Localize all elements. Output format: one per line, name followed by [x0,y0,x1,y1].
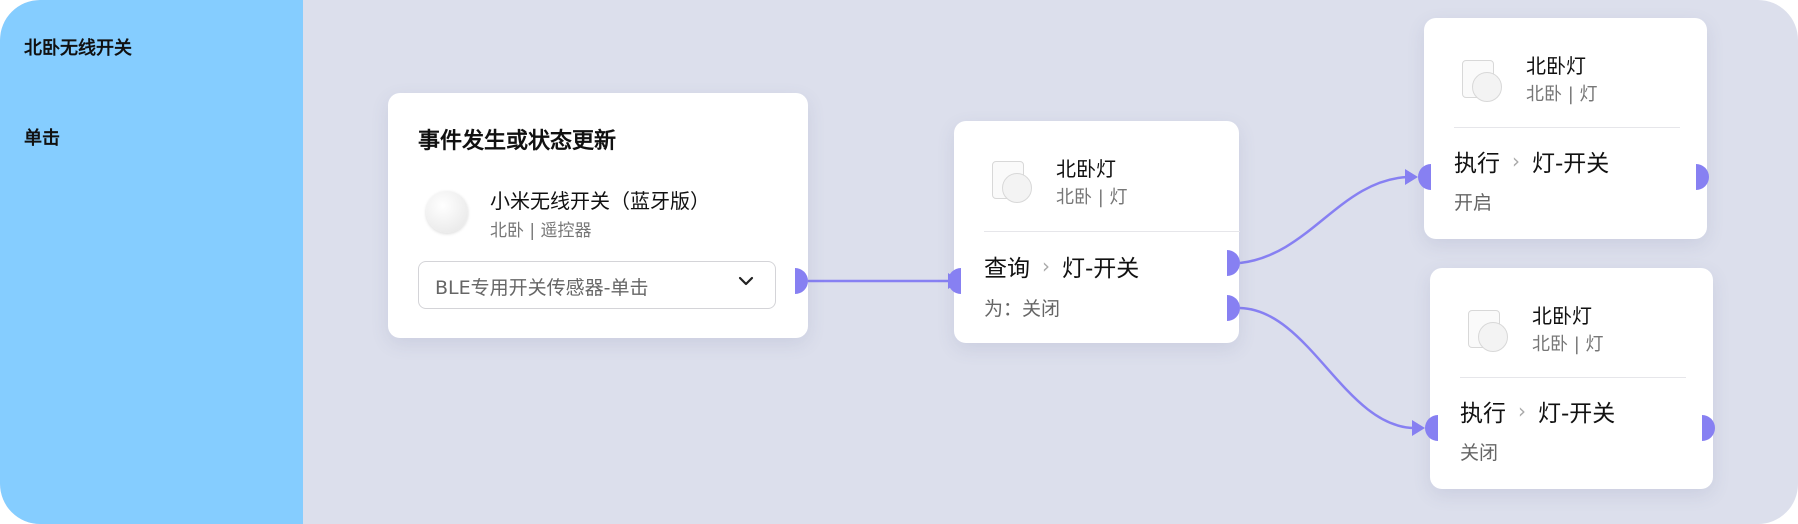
trigger-card[interactable]: 事件发生或状态更新 小米无线开关（蓝牙版） 北卧 | 遥控器 BLE专用开关传感… [388,93,808,338]
exec-on-verb: 执行 [1454,151,1500,177]
light-icon [992,161,1034,203]
query-value: 为：关闭 [984,298,1061,320]
link-arrowhead [1405,169,1418,185]
exec-on-device-sub: 北卧 | 灯 [1526,84,1598,105]
exec-on-card[interactable]: 北卧灯 北卧 | 灯 执行 › 灯-开关 开启 [1424,18,1707,239]
exec-on-target: 灯-开关 [1532,151,1610,177]
exec-off-device-sub: 北卧 | 灯 [1532,334,1604,355]
light-icon [1468,310,1510,352]
exec-on-input-port[interactable] [1418,164,1431,190]
divider [1460,377,1686,378]
exec-on-output-port[interactable] [1696,164,1709,190]
chevron-right-icon: › [1042,254,1050,278]
exec-off-output-port[interactable] [1702,415,1715,441]
event-select-value: BLE专用开关传感器-单击 [435,277,649,299]
link-arrowhead [1412,420,1425,436]
query-action[interactable]: 查询 › 灯-开关 [984,249,1139,283]
sidebar-event-label[interactable]: 单击 [24,128,60,149]
sidebar-device-label[interactable]: 北卧无线开关 [24,38,132,59]
query-true-port[interactable] [1227,250,1240,276]
divider [1454,127,1680,128]
trigger-card-title: 事件发生或状态更新 [418,129,617,154]
divider [984,231,1240,232]
exec-off-input-port[interactable] [1425,415,1438,441]
query-device-name: 北卧灯 [1056,157,1116,181]
trigger-device-sub: 北卧 | 遥控器 [490,221,592,241]
exec-on-value: 开启 [1454,192,1493,214]
exec-on-device-name: 北卧灯 [1526,54,1586,78]
light-icon [1462,60,1504,102]
exec-off-device-name: 北卧灯 [1532,304,1592,328]
link-query-to-exec-off [1239,306,1416,430]
exec-on-action[interactable]: 执行 › 灯-开关 [1454,144,1609,178]
exec-off-target: 灯-开关 [1538,401,1616,427]
exec-off-value: 关闭 [1460,442,1499,464]
link-query-to-exec-on [1239,175,1409,265]
query-card[interactable]: 北卧灯 北卧 | 灯 查询 › 灯-开关 为：关闭 [954,121,1240,343]
chevron-right-icon: › [1518,399,1526,423]
query-false-port[interactable] [1227,295,1240,321]
chevron-down-icon [738,276,754,286]
exec-off-card[interactable]: 北卧灯 北卧 | 灯 执行 › 灯-开关 关闭 [1430,268,1713,489]
query-input-port[interactable] [948,268,961,294]
trigger-device-name: 小米无线开关（蓝牙版） [490,189,710,213]
exec-off-verb: 执行 [1460,401,1506,427]
event-select[interactable]: BLE专用开关传感器-单击 [418,261,776,309]
query-device-sub: 北卧 | 灯 [1056,187,1128,208]
query-verb: 查询 [984,256,1030,282]
device-thumbnail-icon [426,191,468,233]
sidebar: 北卧无线开关 单击 [0,0,303,524]
chevron-right-icon: › [1512,149,1520,173]
query-target: 灯-开关 [1062,256,1140,282]
trigger-output-port[interactable] [795,268,808,294]
exec-off-action[interactable]: 执行 › 灯-开关 [1460,394,1615,428]
